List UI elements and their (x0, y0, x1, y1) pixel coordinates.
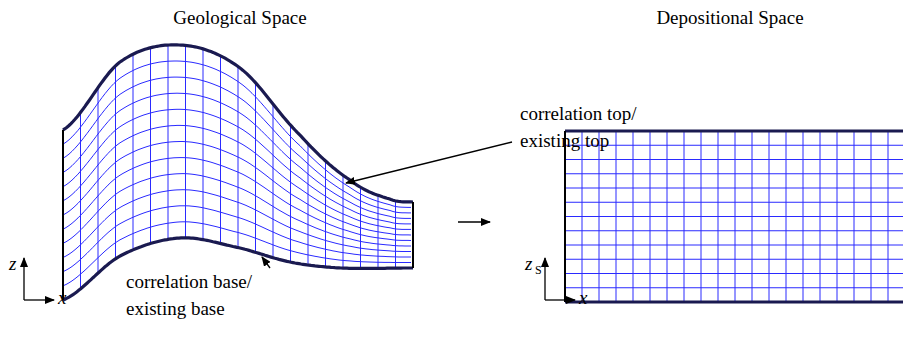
top-horizon (565, 129, 903, 132)
leader-line (346, 142, 512, 183)
grid-line (220, 56, 221, 244)
depositional-grid (565, 131, 903, 302)
grid-line (752, 131, 753, 302)
grid-line (238, 67, 239, 248)
grid-line (599, 131, 600, 302)
grid-line (80, 112, 81, 288)
axis-label: x (579, 284, 587, 311)
grid-line (290, 125, 291, 262)
grid-line (98, 88, 99, 273)
axis-label: z (9, 250, 16, 277)
grid-line (203, 49, 204, 240)
axis-label: z (525, 250, 532, 277)
grid-line (769, 131, 770, 302)
grid-line (820, 131, 821, 302)
grid-line (871, 131, 872, 302)
geological-grid (63, 45, 413, 300)
grid-line (786, 131, 787, 302)
grid-line (378, 195, 379, 268)
grid-line (325, 161, 326, 267)
grid-line (735, 131, 736, 302)
grid-edge (412, 202, 414, 268)
grid-line (273, 104, 274, 258)
panel-title: Depositional Space (656, 4, 803, 31)
grid-line (684, 131, 685, 302)
base-horizon (565, 300, 903, 303)
panel-title: Geological Space (173, 4, 306, 31)
grid-line (616, 131, 617, 302)
z-axis (23, 258, 24, 300)
grid-line (343, 175, 344, 268)
transform-arrow (458, 221, 490, 223)
grid-line (360, 187, 361, 268)
grid-line (308, 144, 309, 265)
z-axis (544, 258, 545, 300)
grid-line (667, 131, 668, 302)
grid-line (133, 54, 134, 250)
grid-line (854, 131, 855, 302)
grid-line (837, 131, 838, 302)
grid-line (888, 131, 889, 302)
grid-edge (564, 131, 566, 302)
grid-line (582, 131, 583, 302)
leader-line (262, 257, 270, 268)
grid-line (115, 66, 116, 259)
grid-line (803, 131, 804, 302)
grid-line (185, 45, 186, 237)
grid-line (701, 131, 702, 302)
top-horizon (63, 45, 413, 202)
callout-label: correlation top/ existing top (520, 100, 670, 154)
grid-line (395, 201, 396, 268)
x-axis (545, 299, 575, 300)
x-axis (24, 299, 54, 300)
axis-subscript: S (535, 263, 542, 277)
grid-line (255, 83, 256, 253)
grid-line (650, 131, 651, 302)
axis-label: x (58, 284, 66, 311)
grid-line (150, 48, 151, 244)
grid-line (718, 131, 719, 302)
grid-line (168, 45, 169, 239)
grid-edge (62, 130, 64, 300)
grid-line (633, 131, 634, 302)
callout-label: correlation base/ existing base (126, 268, 286, 322)
